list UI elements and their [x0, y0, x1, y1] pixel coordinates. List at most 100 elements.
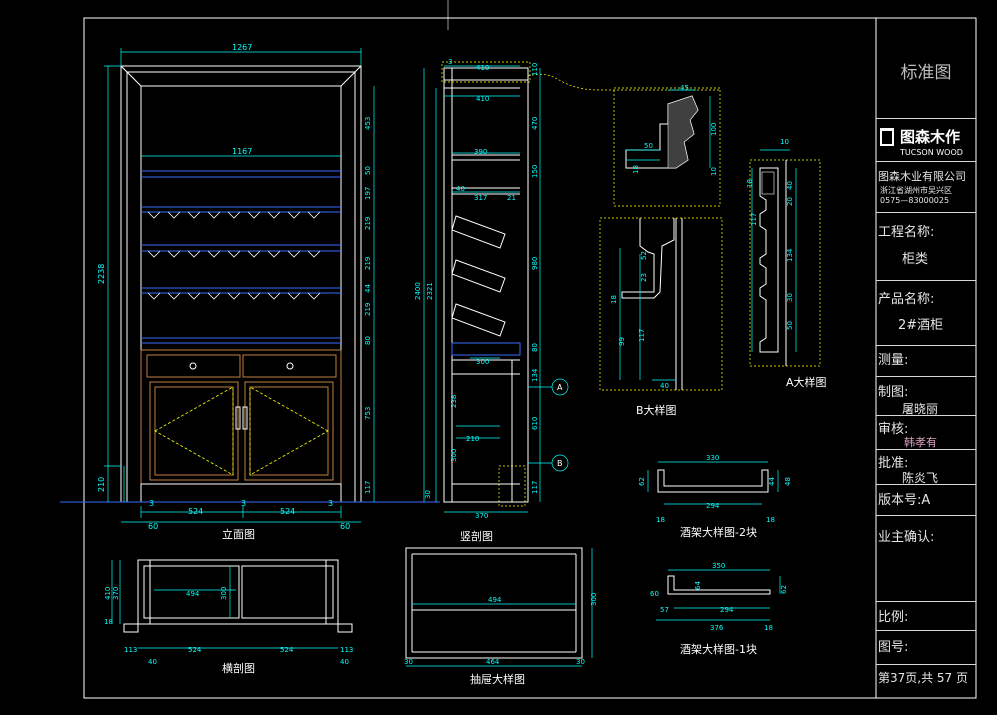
version-label: 版本号:A	[878, 493, 931, 508]
title-block: 标准图 图森木作 TUCSON WOOD 图森木业有限公司 浙江省湖州市吴兴区 …	[876, 18, 976, 698]
dim-plan-18: 18	[104, 618, 113, 626]
dim-r2-44: 44	[768, 477, 776, 486]
detail-a-title: A大样图	[786, 375, 827, 389]
dim-elev-base-h: 210	[97, 477, 106, 492]
rack-detail-2: 330 294 18 18 62 44 48 酒架大样图-2块	[638, 454, 792, 539]
dim-ta-10: 10	[710, 167, 718, 176]
company-phone: 0575—83000025	[880, 196, 950, 205]
dim-ta-18: 18	[632, 165, 640, 174]
dim-sec-right-2: 150	[531, 165, 539, 178]
dim-b-18: 18	[610, 295, 618, 304]
dim-sec-shelf-w: 390	[474, 148, 487, 156]
dim-elev-right-7: 80	[364, 336, 372, 345]
dim-sec-right-3: 980	[531, 257, 539, 270]
version-value: A	[921, 493, 931, 508]
dim-r2-48: 48	[784, 477, 792, 486]
detail-b-title: B大样图	[636, 403, 677, 417]
dim-r2-18b: 18	[766, 516, 775, 524]
dim-plan-40b: 40	[340, 658, 349, 666]
dim-b-23: 23	[640, 273, 648, 282]
title-header: 标准图	[900, 63, 952, 83]
dim-ta-45: 45	[680, 84, 689, 92]
dim-sec-top40: 40	[456, 185, 465, 193]
dim-drawer-494: 494	[488, 596, 502, 604]
dim-sec-right-4: 80	[531, 343, 539, 352]
dim-elev-side-3b: 3	[328, 499, 333, 508]
dim-elev-right-0: 453	[364, 117, 372, 130]
dim-r1-57: 57	[660, 606, 669, 614]
dim-sec-300: 300	[476, 358, 489, 366]
product-value: 2#酒柜	[898, 318, 944, 333]
drawn-label: 制图:	[878, 385, 909, 400]
dim-tb-18: 18	[746, 179, 754, 188]
dim-elev-side-3a: 3	[149, 499, 154, 508]
dim-tb-30: 30	[786, 293, 794, 302]
dim-r1-60: 60	[650, 590, 659, 598]
company-address: 浙江省湖州市吴兴区	[880, 186, 952, 195]
dim-r2-294: 294	[706, 502, 720, 510]
dim-drawer-300: 300	[590, 593, 598, 606]
dim-sec-right-5: 134	[531, 368, 539, 382]
dim-sec-bottom-30: 30	[424, 490, 432, 499]
section-dimensions	[423, 65, 569, 513]
dim-elev-right-6: 219	[364, 303, 372, 316]
approve-value: 陈炎飞	[902, 471, 939, 485]
drawer-title: 抽屉大样图	[470, 672, 525, 686]
dim-elev-right-edge: 60	[340, 522, 350, 531]
project-label: 工程名称:	[878, 225, 935, 240]
page-info: 第37页,共 57 页	[878, 671, 968, 685]
owner-label: 业主确认:	[878, 530, 935, 545]
section-view	[443, 67, 529, 503]
dim-sec-238: 238	[450, 395, 458, 408]
dim-plan-410: 410	[104, 587, 112, 600]
dim-elev-right-4: 219	[364, 257, 372, 270]
dim-elev-right-5: 44	[364, 284, 372, 293]
dim-tb-134: 134	[786, 248, 794, 262]
dim-sec-top-w: 410	[476, 64, 489, 72]
elevation-view	[120, 65, 362, 503]
dim-plan-113a: 113	[124, 646, 137, 654]
dim-r1-62: 62	[780, 585, 788, 594]
project-value: 柜类	[902, 252, 929, 267]
plan-view	[123, 559, 353, 633]
dim-r2-18a: 18	[656, 516, 665, 524]
dim-sec-right-7: 117	[531, 481, 539, 494]
dim-sec-inner-h: 2321	[426, 282, 434, 300]
dim-r2-62: 62	[638, 477, 646, 486]
dim-elev-left-edge: 60	[148, 522, 158, 531]
dim-sec-right-1: 470	[531, 117, 539, 130]
dim-sec-317: 317	[474, 194, 487, 202]
detail-a: 10 40 20 134 18 30 50 117 A大样图	[746, 138, 827, 389]
review-label: 审核:	[878, 422, 909, 437]
dim-drawer-30b: 30	[576, 658, 585, 666]
dim-b-40: 40	[660, 382, 669, 390]
dim-elev-mid: 3	[241, 499, 246, 508]
dim-drawer-464: 464	[486, 658, 500, 666]
plan-title: 横剖图	[222, 661, 255, 675]
dim-r1-350: 350	[712, 562, 725, 570]
dim-plan-524b: 524	[280, 646, 294, 654]
rack1-title: 酒架大样图-1块	[680, 642, 757, 656]
product-label: 产品名称:	[878, 292, 935, 307]
dim-tb-40: 40	[786, 181, 794, 190]
dim-elev-right-3: 219	[364, 217, 372, 230]
drawing-no-label: 图号:	[878, 640, 909, 655]
dim-r1-294: 294	[720, 606, 734, 614]
detail-b: 52 23 18 99 117 40 B大样图	[599, 217, 723, 417]
dim-sec-210: 210	[466, 435, 479, 443]
dim-tb-20: 20	[786, 197, 794, 206]
dim-r2-330: 330	[706, 454, 719, 462]
dim-b-99: 99	[618, 337, 626, 346]
approve-label: 批准:	[878, 456, 909, 471]
elevation-dimensions	[104, 48, 375, 523]
dim-tb-117: 117	[750, 213, 758, 226]
dim-elev-right-1: 50	[364, 166, 372, 175]
rack2-title: 酒架大样图-2块	[680, 525, 757, 539]
company-name: 图森木业有限公司	[878, 170, 966, 183]
dim-sec-right-0: 110	[531, 63, 539, 76]
dim-drawer-30a: 30	[404, 658, 413, 666]
dim-ta-50: 50	[644, 142, 653, 150]
survey-label: 测量:	[878, 353, 909, 368]
dim-elev-bottom-w2: 524	[280, 507, 295, 516]
